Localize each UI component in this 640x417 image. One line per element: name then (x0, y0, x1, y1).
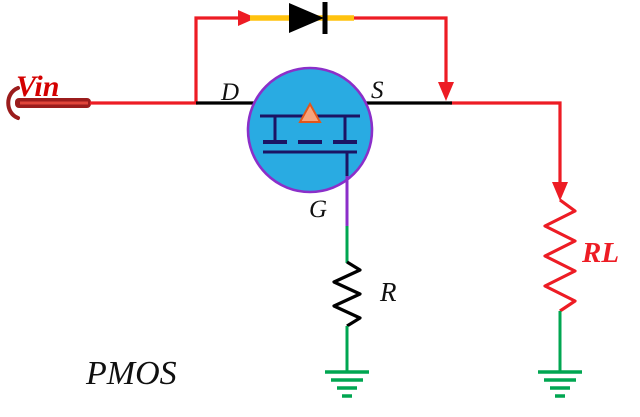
current-arrow-down-source-icon (438, 82, 454, 101)
body-arrow-icon (298, 101, 322, 123)
gate-resistor-icon (332, 260, 362, 328)
label-gate-resistor: R (380, 277, 397, 307)
ground-load-icon (538, 370, 582, 398)
wire-vin-to-diode (90, 16, 240, 105)
label-load-resistor: RL (582, 237, 620, 269)
label-gate: G (309, 196, 328, 223)
label-drain: D (221, 79, 240, 106)
current-arrow-down-load-icon (552, 182, 568, 201)
wire-source-to-load (450, 101, 562, 184)
vin-connector-icon (6, 86, 91, 120)
current-arrow-right-icon (238, 10, 256, 26)
label-source: S (371, 77, 384, 104)
label-vin: Vin (16, 70, 60, 103)
wire-diode-to-source (352, 16, 448, 84)
label-circuit-type: PMOS (86, 355, 177, 392)
body-diode-icon (250, 2, 354, 34)
load-resistor-icon (543, 198, 577, 313)
pmos-transistor-body (246, 66, 374, 194)
ground-gate-icon (325, 370, 369, 398)
